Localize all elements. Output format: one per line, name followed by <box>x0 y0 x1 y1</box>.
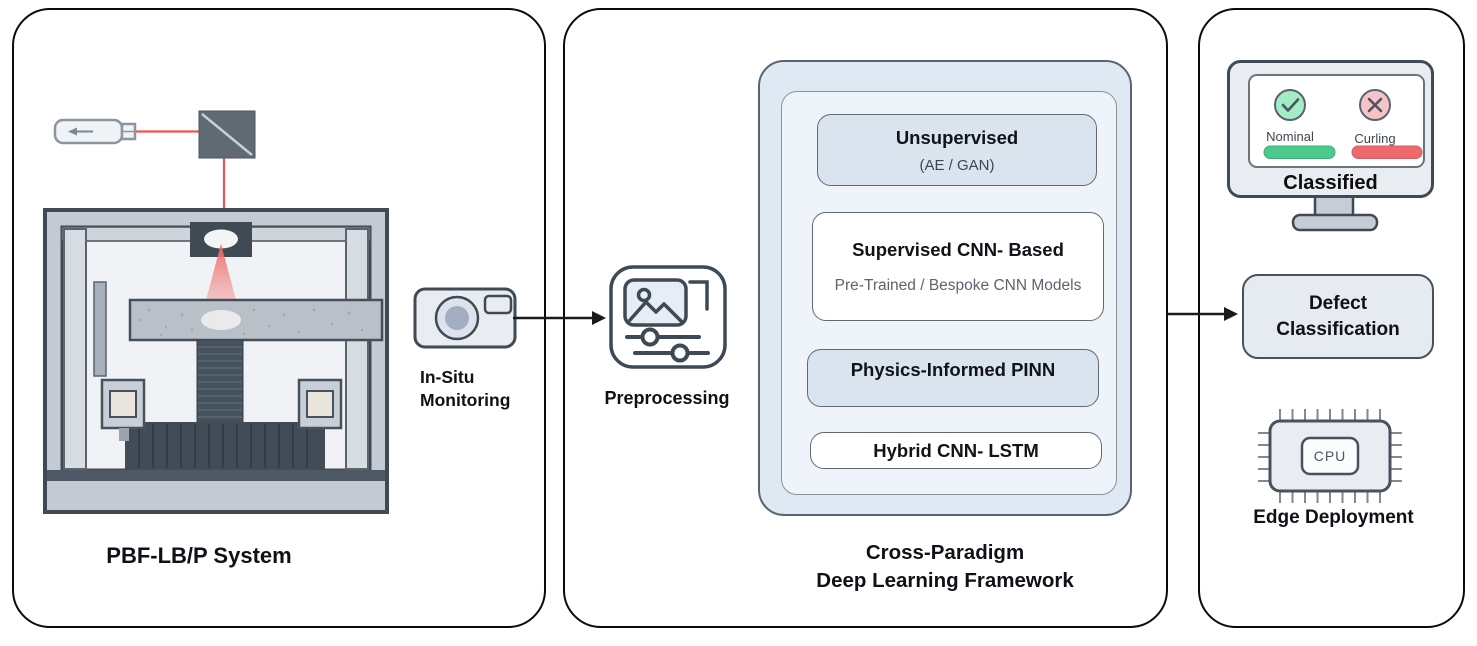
panel-dl-framework: Preprocessing Unsupervised (AE / GAN) Su… <box>563 8 1168 628</box>
laser-cone <box>206 244 236 300</box>
powder-bed <box>128 298 384 342</box>
preprocessing-label: Preprocessing <box>604 388 730 408</box>
beam-splitter-icon <box>198 110 256 159</box>
model-box-hybrid: Hybrid CNN- LSTM <box>810 432 1102 469</box>
hopper-left <box>100 378 146 441</box>
printer-machine <box>43 208 389 514</box>
lens-icon <box>190 222 252 257</box>
check-icon <box>1274 89 1306 121</box>
printer-illustration <box>43 110 517 514</box>
melt-pool <box>201 310 241 330</box>
model-box-pinn: Physics-Informed PINN <box>807 349 1099 407</box>
nominal-bar <box>1263 145 1336 159</box>
framework-title: Cross-Paradigm Deep Learning Framework <box>816 541 1074 592</box>
camera-icon <box>413 287 517 349</box>
build-piston <box>196 339 244 423</box>
pbf-system-title: PBF-LB/P System <box>106 543 292 568</box>
laser-icon <box>53 118 137 145</box>
curling-label: Curling <box>1354 131 1395 146</box>
model-box-supervised: Supervised CNN- Based Pre-Trained / Besp… <box>812 212 1104 321</box>
edge-deployment-label: Edge Deployment <box>1253 507 1414 528</box>
framework-container: Unsupervised (AE / GAN) Supervised CNN- … <box>758 60 1132 516</box>
monitor-icon: Nominal Curling Classified <box>1227 60 1434 232</box>
x-icon <box>1359 89 1391 121</box>
cpu-label: CPU <box>1314 448 1347 464</box>
preprocessing-icon <box>609 265 727 369</box>
cpu-icon: CPU <box>1258 409 1402 503</box>
classified-label: Classified <box>1283 172 1377 194</box>
hopper-right <box>297 378 343 430</box>
panel-pbf-system: In-Situ Monitoring PBF-LB/P System <box>12 8 546 628</box>
nominal-label: Nominal <box>1266 129 1314 144</box>
monitor-stand-base <box>1291 213 1379 232</box>
in-situ-monitoring-label: In-Situ Monitoring <box>420 367 511 410</box>
model-box-unsupervised: Unsupervised (AE / GAN) <box>817 114 1097 186</box>
recoater-bar <box>93 281 107 377</box>
heat-sink <box>125 422 325 470</box>
panel-output: Nominal Curling Classified Defect Classi… <box>1198 8 1465 628</box>
curling-bar <box>1351 145 1423 159</box>
defect-classification-box: Defect Classification <box>1242 274 1434 359</box>
